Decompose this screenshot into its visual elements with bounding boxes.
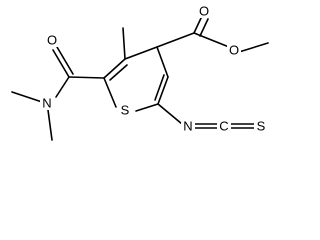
bond-amide-co-double-a: [52, 49, 70, 78]
bond-ester-c-o: [193, 32, 230, 48]
bond-ring-c3-c4: [157, 76, 169, 105]
bond-ester-co-double-b: [199, 18, 209, 37]
atom-o-ester: O: [229, 43, 239, 58]
bond-c2-carbonyl: [156, 32, 195, 48]
bond-amide-co-double-b: [56, 46, 74, 75]
bond-ring-c2-c3: [156, 46, 169, 78]
bond-methyl: [122, 27, 126, 60]
bond-ester-o-ch3: [238, 42, 269, 53]
bond-c4-n: [157, 103, 183, 125]
atom-n-amide: N: [42, 96, 51, 111]
atom-s-ring: S: [121, 103, 130, 118]
bond-ester-co-double-a: [193, 15, 203, 34]
atom-s-isothiocyanate: S: [257, 119, 266, 134]
bond-c5-amide-c: [68, 76, 105, 79]
atom-o-ester-carbonyl: O: [199, 4, 209, 19]
bond-n-me2: [47, 109, 53, 141]
bond-ring-c4-s: [135, 103, 159, 112]
bond-n-me1: [11, 91, 43, 103]
bond-amide-c-n: [55, 76, 70, 98]
bond-ring-c1-c2: [124, 46, 158, 60]
bond-ring-c3-c4-double: [154, 74, 165, 101]
bond-ring-c5-c1: [103, 58, 126, 79]
molecule-svg: O O O N S N C S: [11, 4, 269, 141]
structure-diagram: O O O N S N C S: [11, 4, 269, 141]
atom-n-isothiocyanate: N: [183, 119, 192, 134]
bond-ring-s-c5: [103, 77, 117, 108]
bond-ring-c5-c1-double: [109, 64, 128, 81]
atom-c-isothiocyanate: C: [219, 119, 228, 134]
atom-o-amide: O: [47, 33, 57, 48]
